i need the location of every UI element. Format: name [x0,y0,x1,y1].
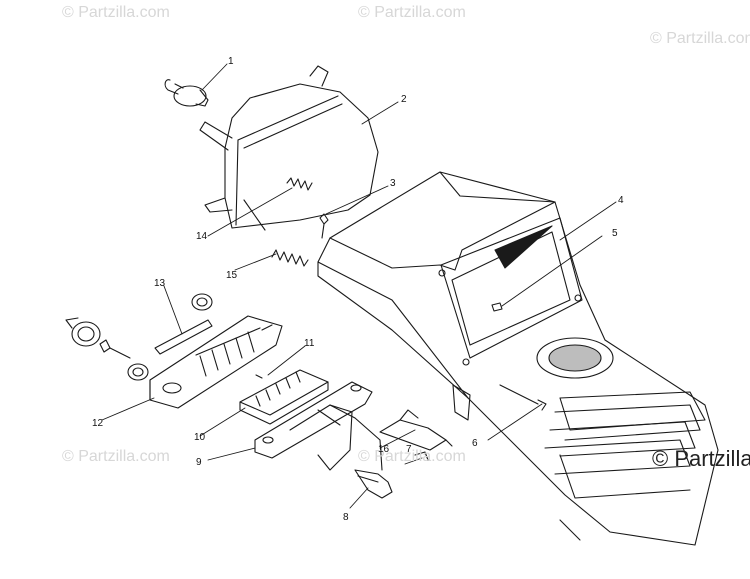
callout-2: 2 [401,94,407,105]
callout-11: 11 [304,338,315,349]
headlight-housing [199,65,379,231]
screw-16 [414,451,429,461]
callout-9: 9 [196,457,202,468]
watermark-3: © Partzilla.com [650,30,750,47]
callout-15: 15 [226,270,238,281]
watermark-5: © Partzilla.com [358,448,466,465]
switch-7 [379,409,453,451]
callout-1: 1 [228,56,234,67]
console-housing [317,171,719,546]
spring-15 [271,249,309,267]
callout-8: 8 [343,512,349,523]
watermark-6: © Partzilla [652,446,750,471]
bulb-1 [164,79,209,107]
key-switch [65,317,149,381]
spring-14 [286,177,313,191]
callout-12: 12 [92,418,104,429]
callout-4: 4 [618,195,624,206]
leader-lines [101,63,617,509]
bulb-8 [354,469,393,499]
callout-16: 16 [378,444,390,455]
callout-3: 3 [390,178,396,189]
callout-6: 6 [472,438,478,449]
callout-10: 10 [194,432,206,443]
panel-12 [149,315,283,409]
plate-13 [154,319,213,355]
screw-5 [491,302,503,312]
callout-14: 14 [196,231,208,242]
callout-5: 5 [612,228,618,239]
callout-7: 7 [406,444,412,455]
watermark-1: © Partzilla.com [62,4,170,21]
screw-3 [319,213,329,239]
bracket-9 [254,381,383,471]
watermark-2: © Partzilla.com [358,4,466,21]
screw-6 [499,384,547,411]
switch-block-10 [239,369,329,425]
callout-13: 13 [154,278,166,289]
grommet [191,293,213,311]
watermark-4: © Partzilla.com [62,448,170,465]
